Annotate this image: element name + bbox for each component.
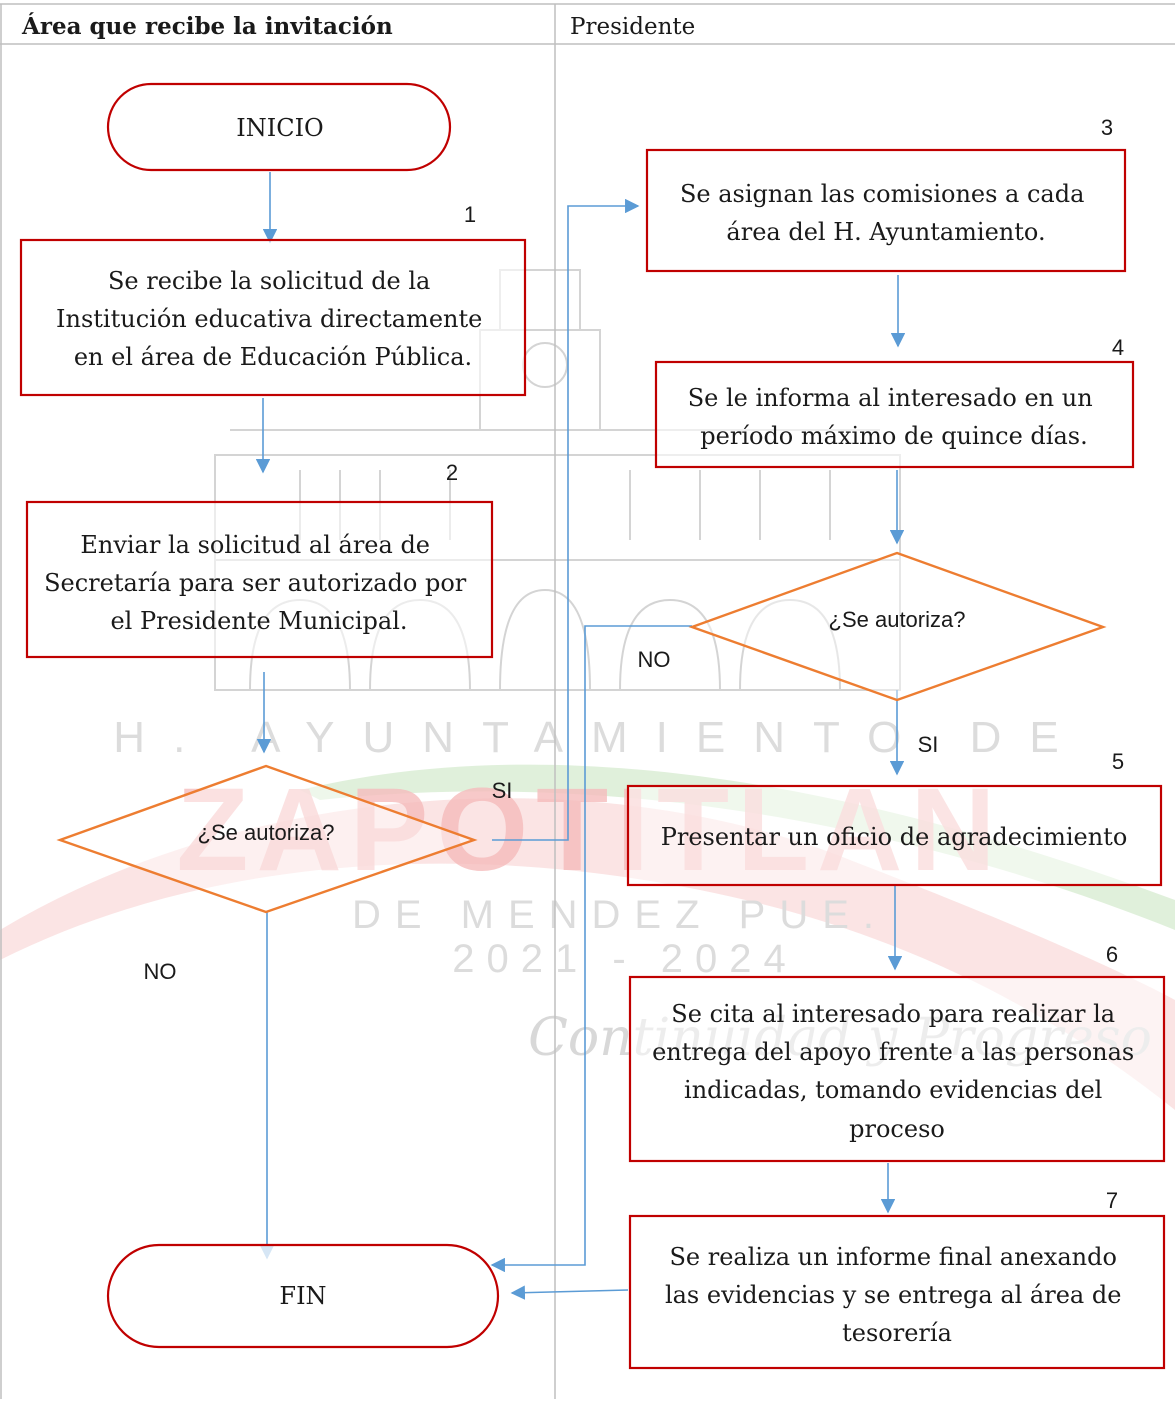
connectors xyxy=(255,172,906,1300)
step-4-text: Se le informa al interesado en un períod… xyxy=(688,384,1101,450)
step-6: 6 Se cita al interesado para realizar la… xyxy=(628,942,1166,1163)
step-6-number: 6 xyxy=(1106,942,1118,967)
step-7: 7 Se realiza un informe final anexando l… xyxy=(628,1188,1166,1370)
step-1-line-3: en el área de Educación Pública. xyxy=(74,343,472,371)
step-5-text: Presentar un oficio de agradecimiento xyxy=(661,823,1128,851)
step-6-text: Se cita al interesado para realizar la e… xyxy=(652,1000,1142,1143)
decision-1-label: ¿Se autoriza? xyxy=(198,820,335,845)
start-shape xyxy=(106,82,452,172)
step-5-number: 5 xyxy=(1112,749,1124,774)
step-3-text: Se asignan las comisiones a cada área de… xyxy=(680,180,1092,246)
step-4-box xyxy=(654,360,1135,469)
step-2-text: Enviar la solicitud al área de Secretarí… xyxy=(44,531,474,635)
step-1-text: Se recibe la solicitud de la Institución… xyxy=(56,267,490,371)
end-terminal: FIN xyxy=(106,1243,500,1349)
arrow-step7-to-fin xyxy=(510,1285,629,1300)
step-2-box xyxy=(25,500,494,659)
lane-header-presidente: Presidente xyxy=(570,14,695,40)
step-6-line-4: proceso xyxy=(849,1115,945,1143)
start-terminal: INICIO xyxy=(106,82,452,172)
step-7-line-2: las evidencias y se entrega al área de xyxy=(665,1281,1121,1309)
decision-1: ¿Se autoriza? SI NO xyxy=(56,764,513,984)
decision-2-shape xyxy=(688,551,1107,702)
step-1-line-1: Se recibe la solicitud de la xyxy=(108,267,430,295)
step-7-line-3: tesorería xyxy=(842,1319,952,1347)
lane-header-area: Área que recibe la invitación xyxy=(21,13,393,40)
step-3: 3 Se asignan las comisiones a cada área … xyxy=(645,115,1127,273)
step-6-line-2: entrega del apoyo frente a las personas xyxy=(652,1038,1134,1066)
step-2-number: 2 xyxy=(446,460,458,485)
decision-2-yes-label: SI xyxy=(918,732,939,757)
step-1: 1 Se recibe la solicitud de la Instituci… xyxy=(19,202,527,397)
step-6-line-3: indicadas, tomando evidencias del xyxy=(684,1076,1102,1104)
end-label: FIN xyxy=(279,1282,326,1310)
step-4-line-1: Se le informa al interesado en un xyxy=(688,384,1093,412)
step-2: 2 Enviar la solicitud al área de Secreta… xyxy=(25,460,494,659)
watermark-line3: DE MENDEZ PUE. xyxy=(352,893,888,937)
decision-2-no-label: NO xyxy=(638,647,671,672)
decision-1-shape xyxy=(56,764,478,914)
decision-1-yes-label: SI xyxy=(492,778,513,803)
watermark-line1: H. AYUNTAMIENTO DE xyxy=(113,713,1086,762)
decision-1-no-label: NO xyxy=(144,959,177,984)
step-1-line-2: Institución educativa directamente xyxy=(56,305,482,333)
step-4: 4 Se le informa al interesado en un perí… xyxy=(654,335,1135,469)
step-2-line-2: Secretaría para ser autorizado por xyxy=(44,569,467,597)
step-7-box xyxy=(628,1214,1166,1370)
watermark-line4: 2021 - 2024 xyxy=(452,937,798,981)
step-3-box xyxy=(645,148,1127,273)
step-5-line-1: Presentar un oficio de agradecimiento xyxy=(661,823,1128,851)
step-5: 5 Presentar un oficio de agradecimiento xyxy=(626,749,1163,887)
step-6-line-1: Se cita al interesado para realizar la xyxy=(671,1000,1115,1028)
step-3-line-1: Se asignan las comisiones a cada xyxy=(680,180,1084,208)
step-6-box xyxy=(628,975,1166,1163)
step-3-number: 3 xyxy=(1101,115,1113,140)
step-1-box xyxy=(19,238,527,397)
step-7-number: 7 xyxy=(1106,1188,1118,1213)
decision-2: ¿Se autoriza? NO SI xyxy=(638,551,1107,757)
step-7-line-1: Se realiza un informe final anexando xyxy=(669,1243,1116,1271)
step-5-box xyxy=(626,784,1163,887)
step-4-number: 4 xyxy=(1112,335,1124,360)
step-2-line-1: Enviar la solicitud al área de xyxy=(80,531,430,559)
step-3-line-2: área del H. Ayuntamiento. xyxy=(726,218,1045,246)
decision-2-label: ¿Se autoriza? xyxy=(829,607,966,632)
step-4-line-2: período máximo de quince días. xyxy=(700,422,1087,450)
arrow-decision1-yes-to-step3 xyxy=(492,198,640,841)
start-label: INICIO xyxy=(236,114,323,142)
step-7-text: Se realiza un informe final anexando las… xyxy=(665,1243,1129,1347)
end-shape xyxy=(106,1243,500,1349)
step-1-number: 1 xyxy=(464,202,476,227)
step-2-line-3: el Presidente Municipal. xyxy=(110,607,407,635)
arrow-decision2-no-to-fin xyxy=(490,625,692,1273)
swimlane-grid: Área que recibe la invitación Presidente xyxy=(0,3,1175,1399)
